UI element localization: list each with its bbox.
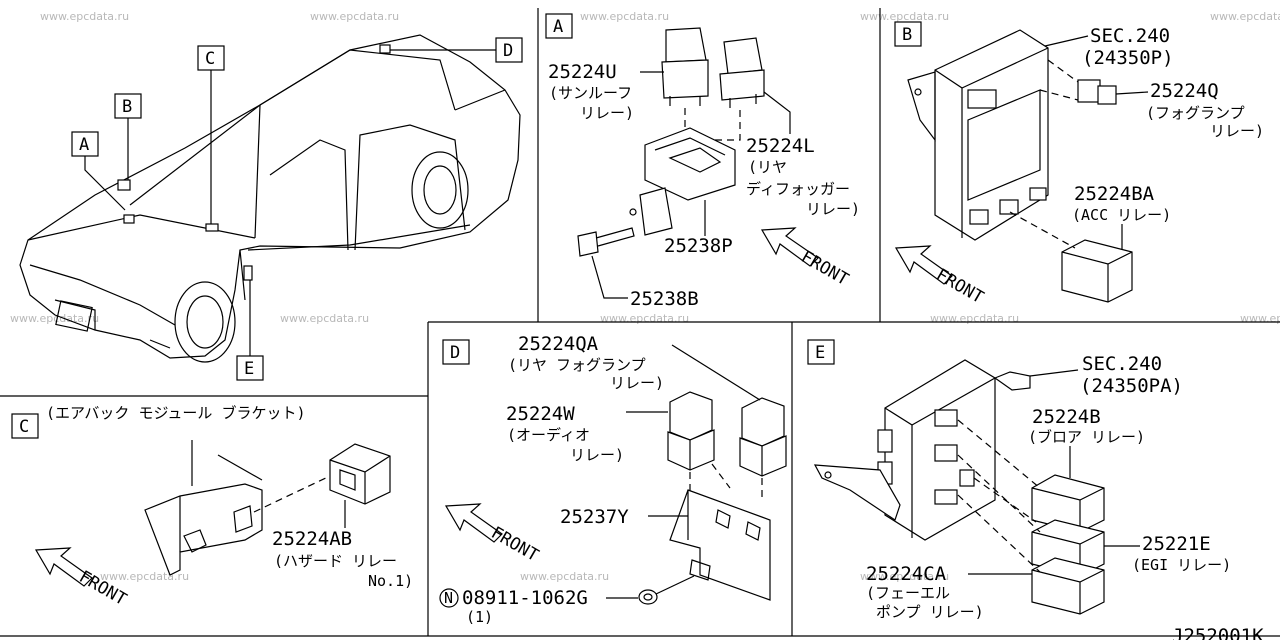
audio-relay-code: 25224W [506, 403, 575, 425]
panel-e-letter: E [815, 343, 825, 363]
panel-c-letter: C [19, 417, 29, 437]
hazard-relay-shape [329, 443, 391, 505]
callout-c: C [205, 49, 215, 69]
nut-qty: (1) [466, 608, 493, 626]
diagram-code: J252001K [1172, 625, 1264, 640]
svg-text:リレー): リレー) [610, 374, 664, 392]
blower-relay-shape [1031, 474, 1105, 533]
svg-text:FRONT: FRONT [933, 265, 987, 308]
panel-d-letter: D [450, 343, 460, 363]
svg-text:ポンプ リレー): ポンプ リレー) [876, 603, 984, 621]
svg-text:(サンルーフ: (サンルーフ [549, 84, 632, 102]
fog-relay-code: 25224Q [1150, 80, 1219, 102]
svg-text:(ハザード リレー: (ハザード リレー [274, 552, 397, 570]
svg-text:(フェーエル: (フェーエル [866, 584, 950, 602]
panel-a-letter: A [553, 17, 563, 37]
blower-relay-code: 25224B [1032, 406, 1101, 428]
svg-text:www.epcdata.ru: www.epcdata.ru [860, 10, 949, 23]
panel-e: E SEC.240 (24350PA) 25224B (ブロア リレー) [807, 339, 1231, 621]
svg-text:www.epcdata.ru: www.epcdata.ru [10, 312, 99, 325]
svg-text:www.epcdata.ru: www.epcdata.ru [1240, 312, 1280, 325]
bolt-shape [577, 231, 599, 257]
airbag-bracket-shape [144, 483, 263, 576]
svg-text:(リヤ: (リヤ [748, 158, 787, 176]
svg-text:www.epcdata.ru: www.epcdata.ru [930, 312, 1019, 325]
callout-a: A [79, 135, 89, 155]
hazard-relay-code: 25224AB [272, 528, 352, 550]
sunroof-relay-shape [665, 27, 707, 63]
svg-text:(リヤ フォグランプ: (リヤ フォグランプ [508, 356, 646, 374]
front-arrow-d: FRONT [444, 503, 542, 566]
bracket-25237y-shape [669, 489, 771, 601]
panel-b-letter: B [902, 25, 912, 45]
svg-text:FRONT: FRONT [488, 523, 542, 566]
svg-text:(EGI リレー): (EGI リレー) [1132, 556, 1231, 574]
front-arrow-b: FRONT [894, 245, 987, 308]
svg-text:N: N [444, 589, 453, 607]
defogger-relay-shape [723, 37, 763, 75]
svg-text:リレー): リレー) [570, 446, 624, 464]
fuel-pump-relay-shape [1031, 557, 1105, 615]
panel-borders [0, 8, 1280, 637]
audio-relay-shape [669, 391, 713, 441]
svg-text:(フォグランプ: (フォグランプ [1146, 104, 1245, 122]
nut-symbol-circle [439, 588, 459, 608]
svg-text:www.epcdata.ru: www.epcdata.ru [860, 570, 949, 583]
front-arrow-a: FRONT [760, 227, 852, 290]
svg-text:No.1): No.1) [368, 572, 413, 590]
svg-text:www.epcdata.ru: www.epcdata.ru [40, 10, 129, 23]
bolt-25238b-code: 25238B [630, 288, 699, 310]
fuel-pump-relay-code: 25224CA [866, 563, 947, 585]
svg-text:www.epcdata.ru: www.epcdata.ru [520, 570, 609, 583]
rear-fog-relay-code: 25224QA [518, 333, 599, 355]
svg-text:FRONT: FRONT [798, 247, 852, 290]
bracket-25238p-code: 25238P [664, 235, 733, 257]
nut-code: 08911-1062G [462, 587, 588, 609]
car-illustration [19, 34, 521, 363]
svg-text:(24350P): (24350P) [1082, 47, 1174, 69]
bracket-25237y-code: 25237Y [560, 506, 629, 528]
svg-text:リレー): リレー) [580, 104, 634, 122]
panel-b: B SEC.240 (24350P) 25224Q (フォグランプ リレー) 2… [894, 21, 1264, 308]
callout-e: E [244, 359, 254, 379]
sunroof-relay-code: 25224U [548, 61, 617, 83]
svg-text:(ACC リレー): (ACC リレー) [1072, 206, 1171, 224]
svg-text:(オーディオ: (オーディオ [507, 426, 590, 444]
panel-d: D 25224QA (リヤ フォグランプ リレー) 25224W (オーディオ … [439, 333, 787, 626]
acc-relay-shape [1061, 239, 1133, 303]
svg-text:www.epcdata.ru: www.epcdata.ru [600, 312, 689, 325]
car-callouts: A B C D E [71, 37, 523, 381]
svg-text:(ブロア リレー): (ブロア リレー) [1028, 428, 1145, 446]
svg-text:リレー): リレー) [1210, 122, 1264, 140]
airbag-bracket-title: (エアバック モジュール ブラケット) [46, 404, 305, 422]
svg-text:ディフォッガー: ディフォッガー [746, 180, 850, 198]
panel-c: C (エアバック モジュール ブラケット) 25224AB (ハザード リレー … [11, 404, 413, 610]
panel-a: A 25224U (サンルーフ リレー) 25224L (リヤ ディフォッガー … [545, 13, 860, 310]
svg-text:www.epcdata.ru: www.epcdata.ru [580, 10, 669, 23]
sec-240-e-code: SEC.240 [1082, 353, 1162, 375]
defogger-relay-code: 25224L [746, 135, 815, 157]
acc-relay-code: 25224BA [1074, 183, 1155, 205]
callout-b: B [122, 97, 132, 117]
rear-fog-relay-shape [741, 397, 785, 447]
svg-text:www.epcdata.ru: www.epcdata.ru [280, 312, 369, 325]
fog-relay-shape [1077, 79, 1101, 103]
svg-text:リレー): リレー) [806, 200, 860, 218]
sec-240-code: SEC.240 [1090, 25, 1170, 47]
svg-text:www.epcdata.ru: www.epcdata.ru [310, 10, 399, 23]
callout-d: D [503, 41, 513, 61]
svg-text:www.epcdata.ru: www.epcdata.ru [1210, 10, 1280, 23]
nut-shape [638, 589, 658, 605]
egi-relay-code: 25221E [1142, 533, 1211, 555]
svg-text:(24350PA): (24350PA) [1080, 375, 1183, 397]
svg-text:www.epcdata.ru: www.epcdata.ru [100, 570, 189, 583]
